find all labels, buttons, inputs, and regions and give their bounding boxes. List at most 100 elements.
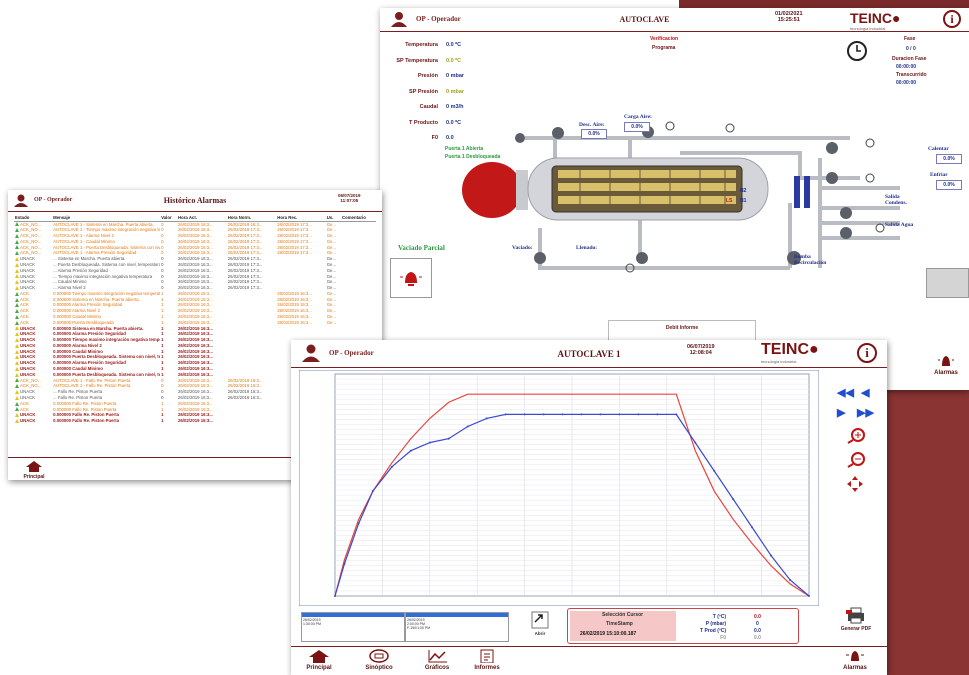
table-cell: Ge... [326,233,337,239]
principal-nav[interactable]: Principal [299,649,339,671]
table-row[interactable]: ACK_NO...AUTOCLAVE 1 - Puerta Desbloquea… [14,245,376,251]
warning-icon [15,401,19,406]
scroll-right-icon[interactable]: ▶ [837,407,846,419]
scroll-left-icon[interactable]: ◀ [861,387,870,399]
user-icon[interactable] [390,11,408,27]
scroll-fast-left-icon[interactable]: ◀◀ [837,387,854,399]
table-row[interactable]: ACK_NO...AUTOCLAVE 1 - Sistema en Marcha… [14,221,376,227]
status-text: UNACK [20,366,36,372]
side-button[interactable] [926,268,969,298]
status-text: UNACK [20,267,36,273]
operator-label[interactable]: OP - Operador [34,197,73,203]
table-row[interactable]: ACK_NO...AUTOCLAVE 1 - Tiempo maximo int… [14,227,376,233]
alarms-nav[interactable]: Alarmas [926,354,966,376]
table-row[interactable]: UNACK... Tiempo maximo integración negat… [14,274,376,280]
user-icon[interactable] [14,194,29,207]
info-icon[interactable]: i [943,10,961,28]
list-item[interactable]: 26/02/2019 [407,618,425,622]
info-icon[interactable]: i [857,343,877,363]
carga-aire-value[interactable]: 0.0% [624,122,650,132]
autoclave-door[interactable] [462,162,522,218]
zoom-in-icon[interactable] [847,428,867,444]
parameter-label: T Producto [408,119,438,126]
list-item[interactable]: F-150/1:00 PM [407,626,431,630]
table-cell: 26/02/2019 16:3... [178,250,213,256]
list-item[interactable]: 26/02/2019 [303,618,321,622]
list-item[interactable]: 1:30:00 PM [303,622,321,626]
alarms-nav[interactable]: Alarmas [831,649,879,671]
calentar-value[interactable]: 0.0% [936,154,962,164]
column-header[interactable]: Hora Norm. [226,214,277,222]
principal-nav[interactable]: Principal [14,460,54,480]
home-icon [309,650,329,663]
table-row[interactable]: UNACK... Sistema en Marcha. Puerta abier… [14,256,376,262]
table-row[interactable]: UNACK... Puerta Desbloqueada. Sistema co… [14,262,376,268]
zoom-out-icon[interactable] [847,452,867,468]
column-header[interactable]: Valor [160,214,177,222]
vaciado-parcial-button[interactable] [390,258,432,298]
operator-label[interactable]: OP - Operador [416,15,461,23]
informes-nav[interactable]: Informes [467,649,507,671]
table-cell: 26/02/2019 16:3... [178,308,213,314]
open-button[interactable]: Abrir [523,610,557,644]
list-item[interactable]: 2:00:00 PM [407,622,425,626]
enfriar-value[interactable]: 0.0% [936,180,962,190]
table-cell: UNACK [14,262,52,268]
page-title: Histórico Alarmas [163,196,227,205]
desc-aire-value[interactable]: 0.0% [581,129,607,139]
warning-icon [15,378,19,383]
table-cell [227,418,276,424]
column-header[interactable]: Hora Rec. [276,214,326,222]
table-row[interactable]: ACK_NO...AUTOCLAVE 1 - Fallo Re. Piston … [14,383,376,389]
column-header[interactable]: Us. [325,214,341,222]
sinoptico-nav[interactable]: Sinóptico [359,649,399,671]
llenado-label: Llenado: [576,245,598,251]
operator-label[interactable]: OP - Operador [329,349,374,357]
column-header[interactable]: Hora Act. [177,214,227,222]
status-text: ACK [20,314,29,319]
table-cell: 0.000000 Alarma Presión Seguridad [53,360,126,366]
scroll-fast-right-icon[interactable]: ▶▶ [857,407,874,419]
table-row[interactable]: ACK_NO...AUTOCLAVE 1 - Alarma Presión Se… [14,250,376,256]
graficos-nav[interactable]: Gráficos [417,649,457,671]
generate-pdf-button[interactable]: Generar PDF [831,606,881,632]
column-header[interactable]: Comentario [341,214,376,222]
table-row[interactable]: ACK_NO...AUTOCLAVE 1 - Fallo Re. Piston … [14,378,376,384]
pan-icon[interactable] [847,476,863,492]
trend-chart[interactable] [299,370,819,606]
user-icon[interactable] [301,344,321,362]
parameter-value: 0 m3/h [446,104,464,110]
column-header[interactable]: Estado [14,214,53,222]
column-header[interactable]: Mensaje [52,214,161,222]
table-cell: 26/02/2019 16:3... [178,400,213,406]
warning-icon [15,395,19,400]
